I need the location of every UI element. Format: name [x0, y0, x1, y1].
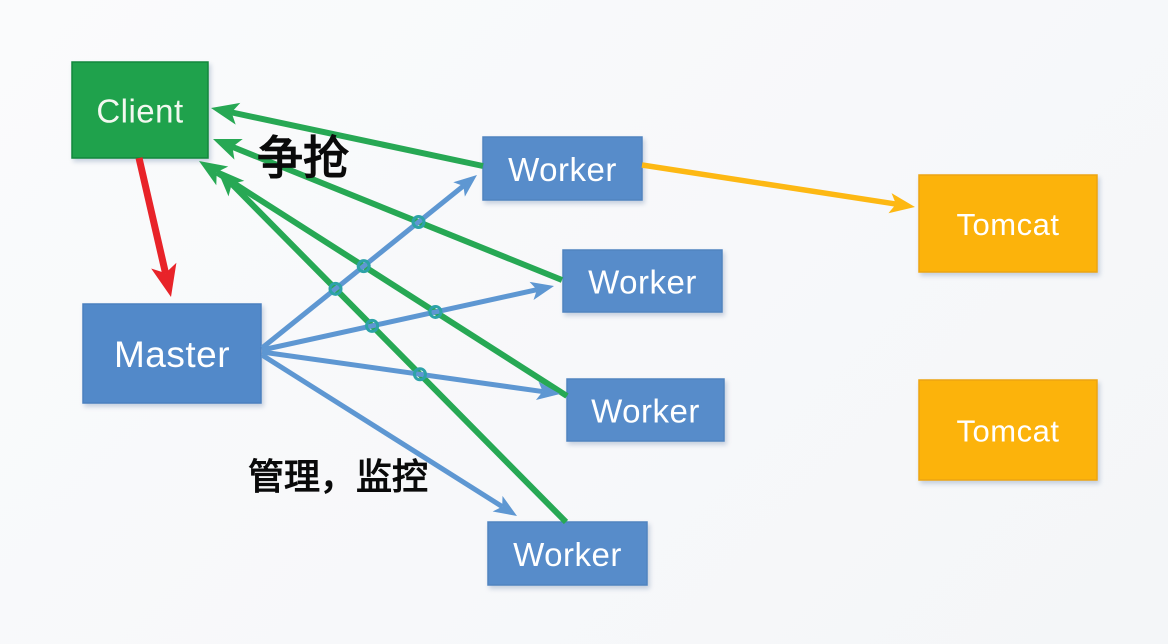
node-client: Client: [71, 61, 209, 159]
node-tomcat-2: Tomcat: [918, 379, 1098, 481]
line-crossing-knot: [428, 304, 443, 319]
edge-master-to-worker2: [261, 281, 554, 353]
worker4-to-client-arrowhead: [217, 169, 245, 197]
node-worker-4: Worker: [487, 521, 648, 586]
edge-worker1-to-tomcat1: [641, 162, 915, 214]
worker-3-label: Worker: [591, 393, 700, 430]
worker1-to-client-line: [230, 109, 484, 169]
worker2-to-client-arrowhead: [213, 139, 243, 160]
node-worker-1: Worker: [482, 136, 643, 201]
worker-2-box: [562, 249, 723, 313]
worker1-to-client-arrowhead: [211, 102, 241, 125]
worker-3-box: [566, 378, 725, 442]
tomcat-2-box: [918, 379, 1098, 481]
tomcat-1-label: Tomcat: [957, 207, 1060, 242]
edge-master-to-worker4: [260, 352, 517, 516]
worker1-to-tomcat1-arrowhead: [888, 193, 915, 214]
worker3-to-client-line: [215, 169, 569, 399]
master-to-worker1-line: [260, 184, 465, 350]
worker4-to-client-line: [229, 181, 569, 525]
edge-worker4-to-client: [217, 169, 569, 525]
worker1-to-tomcat1-line: [641, 162, 897, 207]
worker-4-label: Worker: [513, 536, 622, 573]
client-box: [71, 61, 209, 159]
worker2-to-client-line: [231, 144, 564, 283]
worker3-to-client-arrowhead: [199, 161, 229, 186]
node-master: Master: [82, 303, 262, 404]
worker-1-box: [482, 136, 643, 201]
client-label: Client: [96, 93, 183, 130]
master-to-worker3-arrowhead: [535, 381, 560, 400]
edge-client-to-master: [135, 157, 177, 297]
master-to-worker4-arrowhead: [492, 495, 517, 516]
tomcat-1-box: [918, 174, 1098, 273]
master-box: [82, 303, 262, 404]
line-crossing-knot: [365, 318, 380, 333]
tomcat-2-label: Tomcat: [957, 414, 1060, 449]
master-to-worker1-arrowhead: [453, 175, 477, 197]
manage-monitor-annotation: 管理，监控: [247, 456, 429, 497]
line-crossing-knot: [328, 281, 343, 296]
edge-master-to-worker3: [261, 349, 560, 400]
edge-worker1-to-client: [211, 102, 484, 169]
master-label: Master: [114, 334, 230, 375]
client-to-master-arrowhead: [151, 262, 177, 297]
line-crossing-knot: [412, 367, 427, 382]
node-tomcat-1: Tomcat: [918, 174, 1098, 273]
master-to-worker2-line: [261, 287, 538, 353]
edge-worker3-to-client: [199, 161, 569, 399]
worker-2-label: Worker: [588, 264, 697, 301]
node-worker-3: Worker: [566, 378, 725, 442]
client-to-master-line: [135, 157, 169, 274]
master-to-worker3-line: [261, 349, 544, 395]
edge-worker2-to-client: [213, 139, 564, 283]
line-crossing-knot: [356, 259, 371, 274]
contend-annotation: 争抢: [257, 132, 349, 184]
master-to-worker2-arrowhead: [529, 281, 554, 300]
node-worker-2: Worker: [562, 249, 723, 313]
line-crossing-knot: [411, 215, 426, 230]
worker-1-label: Worker: [508, 151, 617, 188]
worker-4-box: [487, 521, 648, 586]
edge-master-to-worker1: [260, 175, 477, 350]
master-to-worker4-line: [260, 352, 504, 509]
